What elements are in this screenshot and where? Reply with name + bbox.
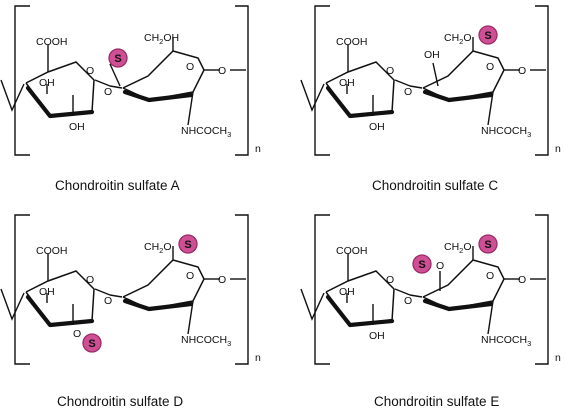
ring-oxygen-label: O — [386, 65, 394, 77]
panel-chondroitin-sulfate-a: COOH OH OH O O CH2OH O O NHCOCH3 n S Cho… — [1, 6, 261, 193]
ch2o-label: CH2O — [144, 241, 172, 255]
ring-oxygen-label: O — [86, 274, 94, 286]
ring-oxygen-label: O — [386, 274, 394, 286]
oh-label: OH — [424, 49, 440, 61]
glycosidic-oxygen-label: O — [104, 295, 112, 307]
panel-chondroitin-sulfate-d: COOH OH O O O CH2O O O NHCOCH3 n S S Cho… — [1, 215, 261, 408]
nhcoch3-label: NHCOCH3 — [481, 334, 531, 348]
sulfate-badge: S — [82, 333, 102, 353]
panel-caption: Chondroitin sulfate E — [374, 394, 499, 408]
ch2oh-label: CH2OH — [144, 32, 179, 46]
panel-chondroitin-sulfate-e: COOH OH OH O O O CH2O O O NHCOCH3 n S S … — [301, 215, 561, 408]
chain-oxygen-label: O — [518, 274, 526, 286]
panel-caption: Chondroitin sulfate A — [55, 178, 180, 193]
ring-oxygen-label: O — [86, 65, 94, 77]
repeat-unit-label: n — [255, 143, 261, 155]
svg-text:S: S — [114, 53, 121, 65]
chain-oxygen-label: O — [218, 274, 226, 286]
svg-text:S: S — [418, 259, 425, 271]
svg-text:S: S — [484, 30, 491, 42]
glycosidic-oxygen-label: O — [104, 86, 112, 98]
ring-oxygen-label: O — [486, 61, 494, 73]
sulfate-badge: S — [178, 234, 198, 254]
oh-label: OH — [339, 77, 355, 89]
ch2o-label: CH2O — [444, 241, 472, 255]
sulfate-oxygen-label: O — [436, 260, 444, 272]
glycosidic-oxygen-label: O — [404, 86, 412, 98]
oh-label: OH — [39, 286, 55, 298]
ring-oxygen-label: O — [486, 270, 494, 282]
oh-label: OH — [369, 121, 385, 133]
panel-caption: Chondroitin sulfate D — [57, 394, 183, 408]
cooh-label: COOH — [36, 36, 68, 48]
svg-text:S: S — [184, 239, 191, 251]
panel-chondroitin-sulfate-c: COOH OH OH O O OH CH2O O O NHCOCH3 n S C… — [301, 6, 561, 193]
svg-text:S: S — [88, 338, 95, 350]
ch2o-label: CH2O — [444, 32, 472, 46]
repeat-unit-label: n — [555, 143, 561, 155]
nhcoch3-label: NHCOCH3 — [181, 334, 231, 348]
ring-oxygen-label: O — [186, 270, 194, 282]
oh-label: OH — [369, 330, 385, 342]
repeat-unit-label: n — [555, 352, 561, 364]
cooh-label: COOH — [336, 36, 368, 48]
svg-text:S: S — [484, 239, 491, 251]
glycosidic-oxygen-label: O — [404, 295, 412, 307]
repeat-unit-label: n — [255, 352, 261, 364]
sulfate-badge: S — [478, 234, 498, 254]
cooh-label: COOH — [36, 245, 68, 257]
ring-oxygen-label: O — [186, 61, 194, 73]
sulfate-badge: S — [412, 254, 432, 274]
oh-label: OH — [39, 77, 55, 89]
sulfate-badge: S — [478, 25, 498, 45]
oh-label: OH — [69, 121, 85, 133]
nhcoch3-label: NHCOCH3 — [181, 125, 231, 139]
chain-oxygen-label: O — [218, 65, 226, 77]
panel-caption: Chondroitin sulfate C — [372, 178, 498, 193]
cooh-label: COOH — [336, 245, 368, 257]
sulfate-badge: S — [108, 48, 128, 68]
oh-label: OH — [339, 286, 355, 298]
chain-oxygen-label: O — [518, 65, 526, 77]
nhcoch3-label: NHCOCH3 — [481, 125, 531, 139]
sulfate-oxygen-label: O — [73, 328, 81, 340]
